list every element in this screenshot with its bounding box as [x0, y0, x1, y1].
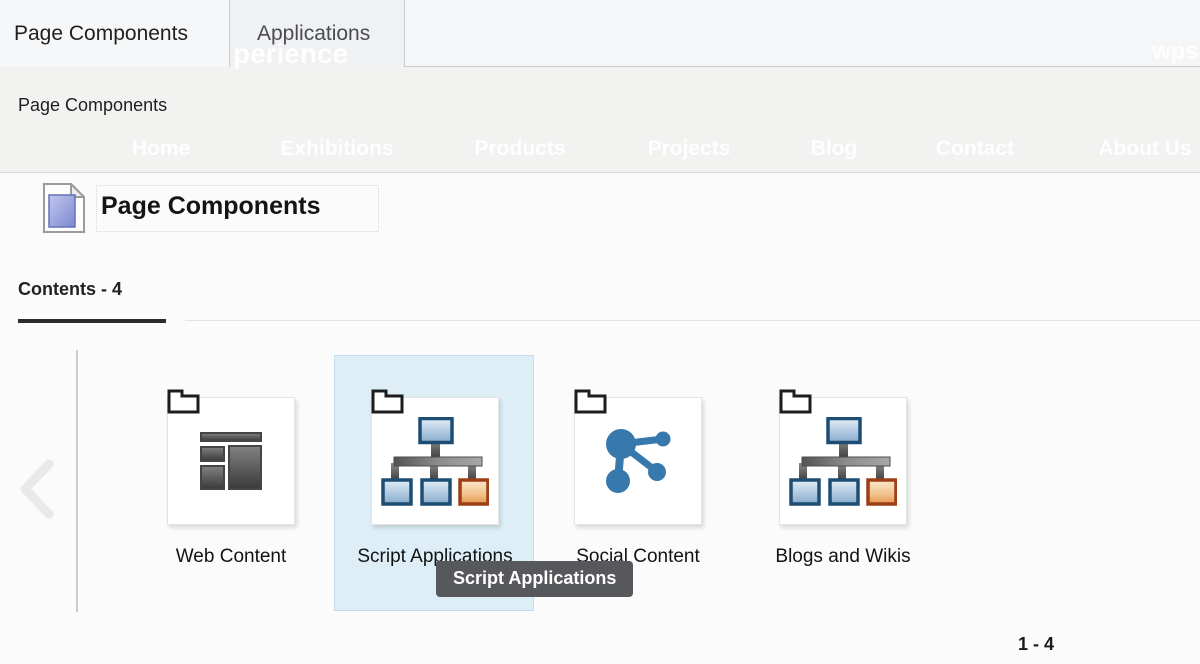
tab-applications[interactable]: Applications — [229, 0, 405, 67]
tab-page-components-label: Page Components — [14, 21, 188, 45]
folder-icon — [167, 389, 200, 414]
ghost-nav-exhibitions: Exhibitions — [280, 137, 394, 160]
tile-blogs-and-wikis[interactable] — [779, 389, 907, 525]
tab-bar-divider — [229, 66, 1200, 67]
sitemap-icon — [381, 416, 489, 506]
tile-script-applications[interactable] — [371, 389, 499, 525]
tab-contents[interactable]: Contents - 4 — [18, 279, 123, 299]
tooltip: Script Applications — [436, 561, 634, 597]
page-document-icon — [43, 183, 85, 233]
carousel-divider — [76, 350, 78, 612]
tile-label-blogs-and-wikis: Blogs and Wikis — [775, 546, 911, 567]
main-content: Page Components Contents - 4 Web Content — [0, 174, 1200, 664]
ghost-nav-products: Products — [474, 137, 566, 160]
tile-label-web-content: Web Content — [175, 546, 287, 567]
sitemap-icon — [789, 416, 897, 506]
tab-contents-active-underline — [18, 319, 166, 323]
web-content-icon — [200, 432, 262, 490]
folder-icon — [371, 389, 404, 414]
tile-social-content[interactable] — [574, 389, 702, 525]
ghost-nav-about-us: About Us — [1098, 137, 1192, 160]
ghost-nav-contact: Contact — [935, 137, 1015, 160]
folder-icon — [574, 389, 607, 414]
breadcrumb: Page Components — [18, 95, 168, 115]
ghost-nav-blog: Blog — [810, 137, 858, 160]
tab-applications-label: Applications — [257, 21, 371, 45]
page-title: Page Components — [96, 185, 380, 232]
top-tab-bar: Page Components Applications perience wp… — [0, 0, 1200, 69]
folder-icon — [779, 389, 812, 414]
ghost-nav-projects: Projects — [647, 137, 731, 160]
background-username-ghost: wpsa — [1152, 38, 1200, 65]
page-title-row: Page Components — [0, 174, 1200, 254]
tab-strip-rule — [185, 320, 1200, 321]
social-content-icon — [606, 429, 671, 493]
pager-range: 1 - 4 — [1018, 634, 1055, 654]
breadcrumb-band: Page Components Home Exhibitions Product… — [0, 67, 1200, 173]
carousel-previous-icon[interactable] — [12, 456, 60, 522]
ghost-nav-home: Home — [131, 137, 191, 160]
tile-web-content[interactable] — [167, 389, 295, 525]
tab-page-components[interactable]: Page Components — [0, 0, 229, 67]
